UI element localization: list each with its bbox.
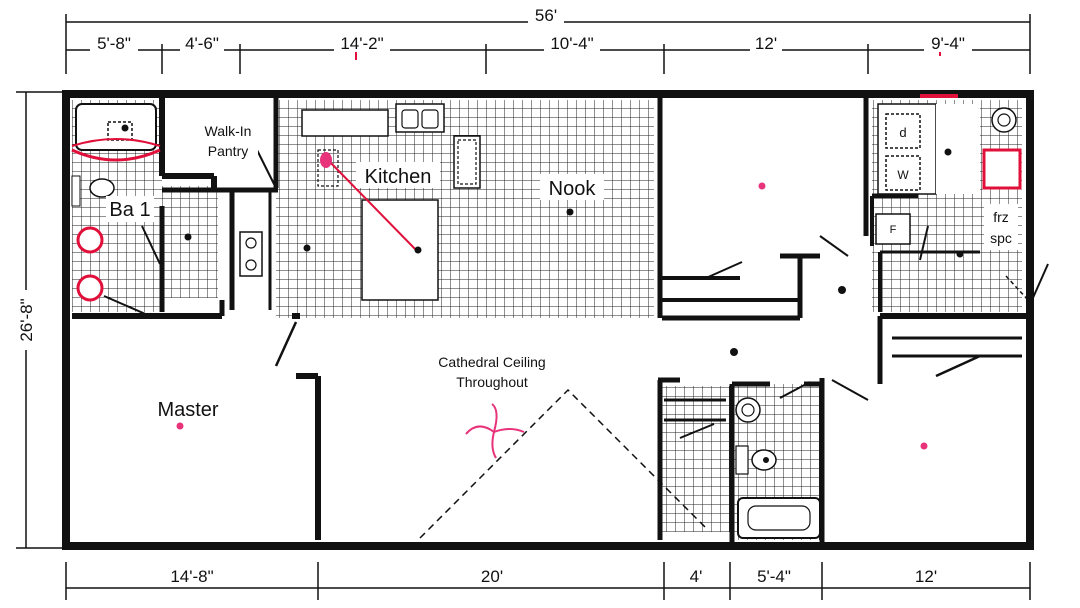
top-dim-5: 12'	[755, 34, 777, 53]
kitchen-label: Kitchen	[365, 166, 432, 188]
bottom-dim-2: 20'	[481, 567, 503, 586]
ceiling-note-line2: Throughout	[456, 374, 528, 390]
bottom-dim-3: 4'	[690, 567, 703, 586]
walk-in-pantry-label-line2: Pantry	[208, 143, 248, 159]
top-dim-4: 10'-4"	[550, 34, 593, 53]
freezer-space-label-line1: frz	[993, 209, 1009, 225]
bottom-dim-4: 5'-4"	[757, 567, 791, 586]
top-overall-dimension: 56'	[65, 4, 1031, 74]
walk-in-pantry-label-line1: Walk-In	[205, 123, 252, 139]
top-dim-3: 14'-2"	[340, 34, 383, 53]
laundry-fixtures: d W F	[875, 94, 1022, 245]
furnace-label: F	[890, 224, 897, 236]
ceiling-note-line1: Cathedral Ceiling	[438, 354, 545, 370]
washer-label: W	[897, 168, 909, 182]
bottom-segment-dimensions: 14'-8" 20' 4' 5'-4" 12'	[65, 562, 1031, 600]
cathedral-ceiling-outline	[419, 388, 709, 539]
top-dim-6: 9'-4"	[931, 34, 965, 53]
overall-depth-label: 26'-8"	[17, 298, 36, 341]
top-dim-1: 5'-8"	[97, 34, 131, 53]
bottom-dim-1: 14'-8"	[170, 567, 213, 586]
bath-1-fixtures	[71, 103, 161, 302]
top-segment-dimensions: 5'-8" 4'-6" 14'-2" 10'-4" 12' 9'-4"	[66, 34, 1030, 74]
kitchen-fixtures	[239, 103, 477, 277]
overall-width-label: 56'	[535, 6, 557, 25]
walls	[62, 90, 1034, 550]
left-depth-dimension: 26'-8"	[14, 91, 62, 549]
top-dim-2: 4'-6"	[185, 34, 219, 53]
door-swings	[103, 147, 1049, 439]
bottom-dim-5: 12'	[915, 567, 937, 586]
ceiling-fan-icon	[465, 403, 525, 459]
freezer-space-label-line2: spc	[990, 230, 1012, 246]
room-labels: Walk-In Pantry Kitchen Nook Ba 1 Master …	[106, 120, 1018, 421]
dryer-label: d	[899, 125, 906, 140]
master-label: Master	[157, 399, 218, 421]
nook-label: Nook	[549, 178, 597, 200]
bath-1-label: Ba 1	[109, 199, 150, 221]
